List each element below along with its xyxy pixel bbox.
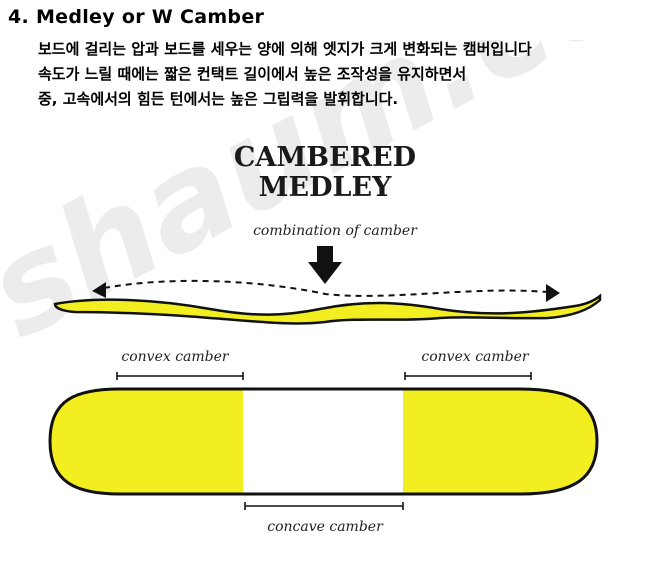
label-concave: concave camber	[267, 519, 383, 535]
description-paragraph: 보드에 걸리는 압과 보드를 세우는 양에 의해 엣지가 크게 변화되는 캠버입…	[38, 37, 668, 112]
diagram-title-line-1: CAMBERED	[233, 142, 417, 173]
board-profile	[53, 293, 602, 325]
convex-right-bracket	[404, 372, 532, 380]
section-heading: 4. Medley or W Camber	[8, 6, 265, 28]
label-convex-right: convex camber	[421, 349, 529, 365]
description-line-3: 중, 고속에서의 힘든 턴에서는 높은 그립력을 발휘합니다.	[38, 90, 399, 108]
concave-bracket	[244, 502, 404, 510]
diagram-title-line-2: MEDLEY	[258, 172, 392, 203]
down-arrow-icon	[308, 246, 342, 284]
diagram-subtitle: combination of camber	[253, 223, 417, 239]
convex-left-bracket	[116, 372, 244, 380]
description-line-2: 속도가 느릴 때에는 짧은 컨택트 길이에서 높은 조작성을 유지하면서	[38, 65, 467, 83]
board-top-view	[48, 387, 599, 496]
description-line-1: 보드에 걸리는 압과 보드를 세우는 양에 의해 엣지가 크게 변화되는 캠버입…	[38, 40, 532, 58]
flex-dashed-arrow	[92, 279, 560, 302]
label-convex-left: convex camber	[121, 349, 229, 365]
